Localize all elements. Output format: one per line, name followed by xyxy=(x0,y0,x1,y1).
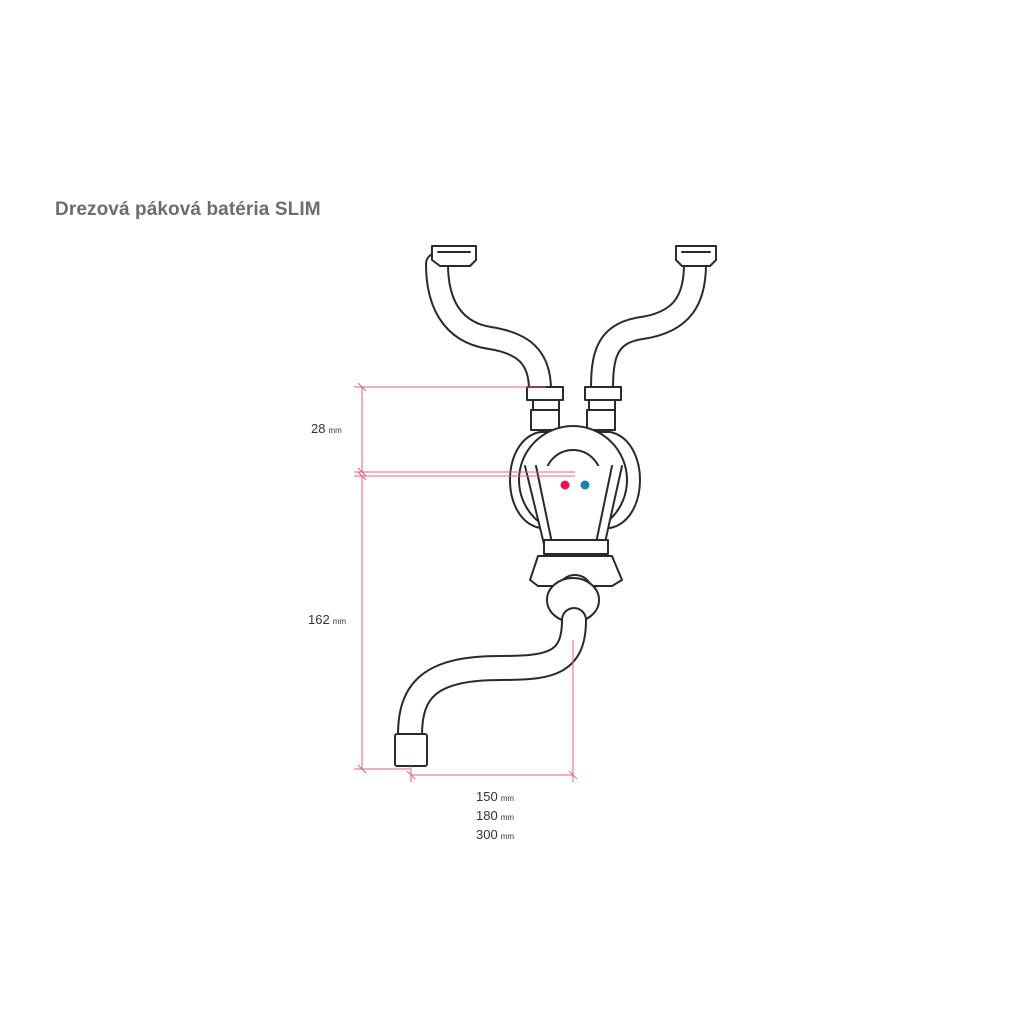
dimension-unit-top: mm xyxy=(328,426,342,435)
reach-value: 150 xyxy=(475,789,498,804)
swivel-spout xyxy=(394,607,587,767)
mixer-base xyxy=(529,539,623,623)
reach-value: 300 xyxy=(475,827,498,842)
dimension-line-top xyxy=(354,382,575,477)
dimension-line-reach xyxy=(406,640,578,782)
dimension-unit-height: mm xyxy=(332,617,347,626)
page-title: Drezová páková batéria SLIM xyxy=(55,199,321,220)
cold-water-indicator xyxy=(580,480,590,490)
left-connector-nut xyxy=(526,386,564,431)
dimension-line-height xyxy=(354,471,575,774)
reach-unit: mm xyxy=(500,813,515,822)
hot-water-indicator xyxy=(560,480,570,490)
dimension-value-top: 28 xyxy=(311,421,326,436)
dimension-value-height: 162 xyxy=(308,612,330,627)
reach-unit: mm xyxy=(500,832,515,841)
right-connector-nut xyxy=(584,386,622,431)
spout-aerator xyxy=(394,733,428,767)
reach-unit: mm xyxy=(500,794,515,803)
reach-value: 180 xyxy=(475,808,498,823)
left-hose-nut xyxy=(431,245,477,267)
left-supply-hose xyxy=(425,245,552,402)
right-supply-hose xyxy=(590,245,717,402)
right-hose-nut xyxy=(675,245,717,267)
